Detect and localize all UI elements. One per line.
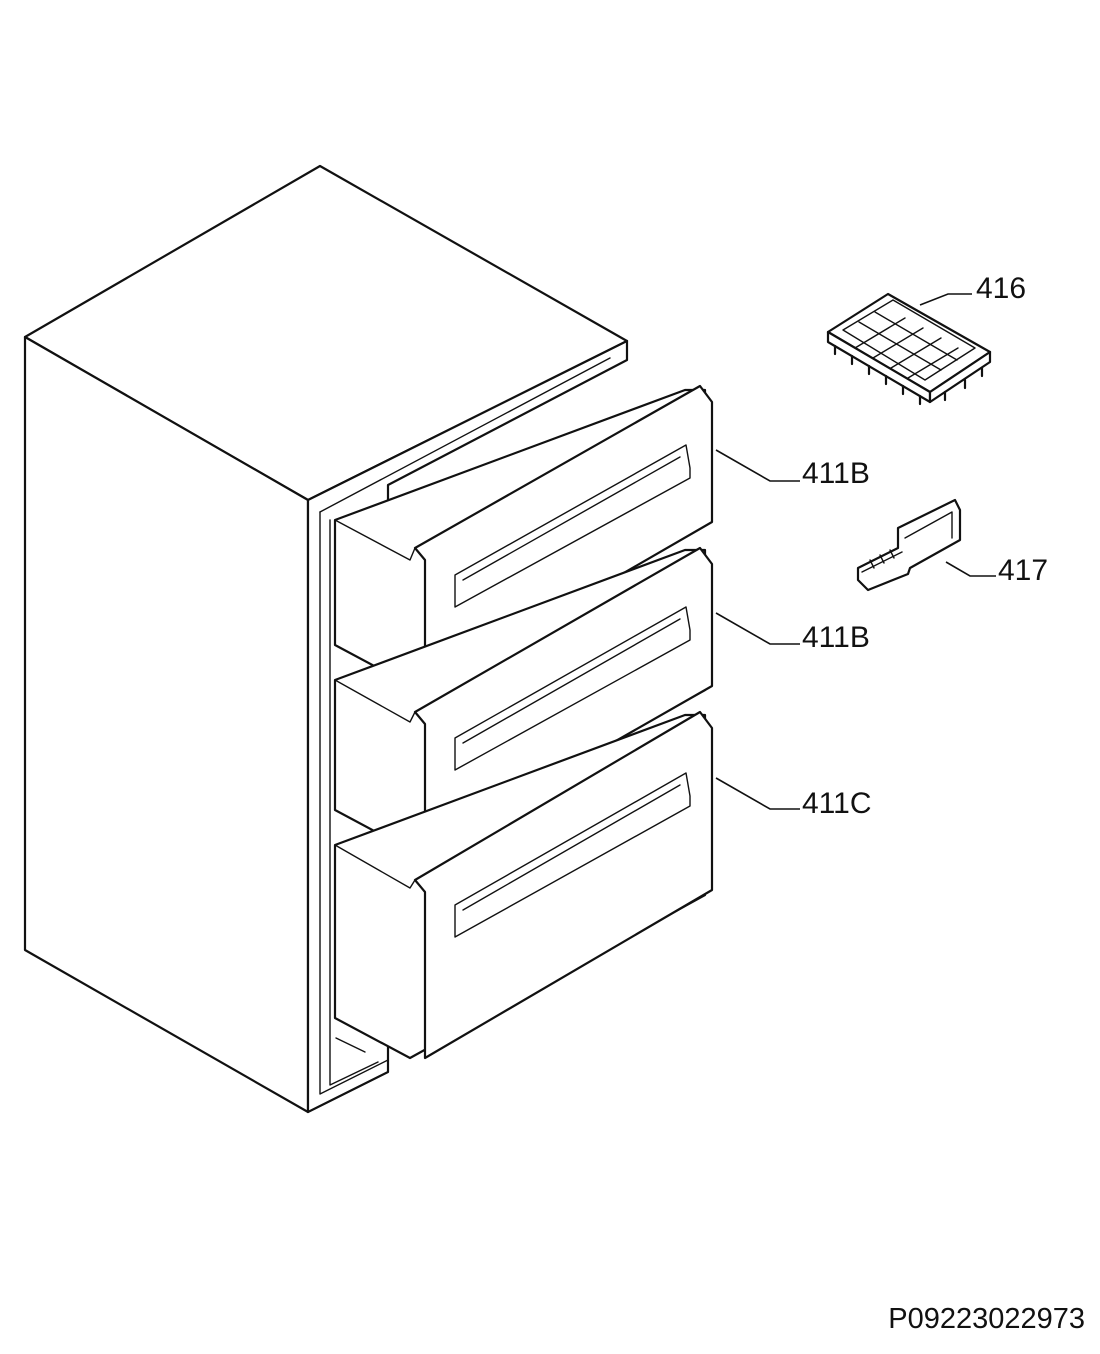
callout-411b-middle: 411B	[802, 621, 870, 654]
ice-scraper-body	[856, 498, 962, 592]
drawer-bottom	[333, 710, 714, 1060]
leader-lines	[715, 293, 996, 810]
ice-scraper	[856, 498, 962, 592]
ice-tray	[826, 292, 992, 406]
leader-416	[919, 293, 972, 306]
drawer-middle-front	[413, 546, 714, 852]
callout-417: 417	[998, 554, 1048, 587]
leader-417	[945, 561, 996, 577]
drawer-bottom-front	[413, 710, 714, 1060]
document-number: P09223022973	[888, 1303, 1085, 1335]
leader-411b-middle	[715, 612, 800, 645]
callout-411b-top: 411B	[802, 457, 870, 490]
drawer-top	[333, 384, 714, 690]
leader-411b-top	[715, 449, 800, 482]
drawer-top-handle	[454, 444, 691, 608]
drawer-middle-handle	[454, 606, 691, 771]
drawer-middle	[333, 546, 714, 852]
drawer-top-front	[413, 384, 714, 690]
drawer-bottom-handle	[454, 772, 691, 938]
leader-411c	[715, 777, 800, 810]
callout-411c: 411C	[802, 787, 872, 820]
callout-416: 416	[976, 272, 1026, 305]
